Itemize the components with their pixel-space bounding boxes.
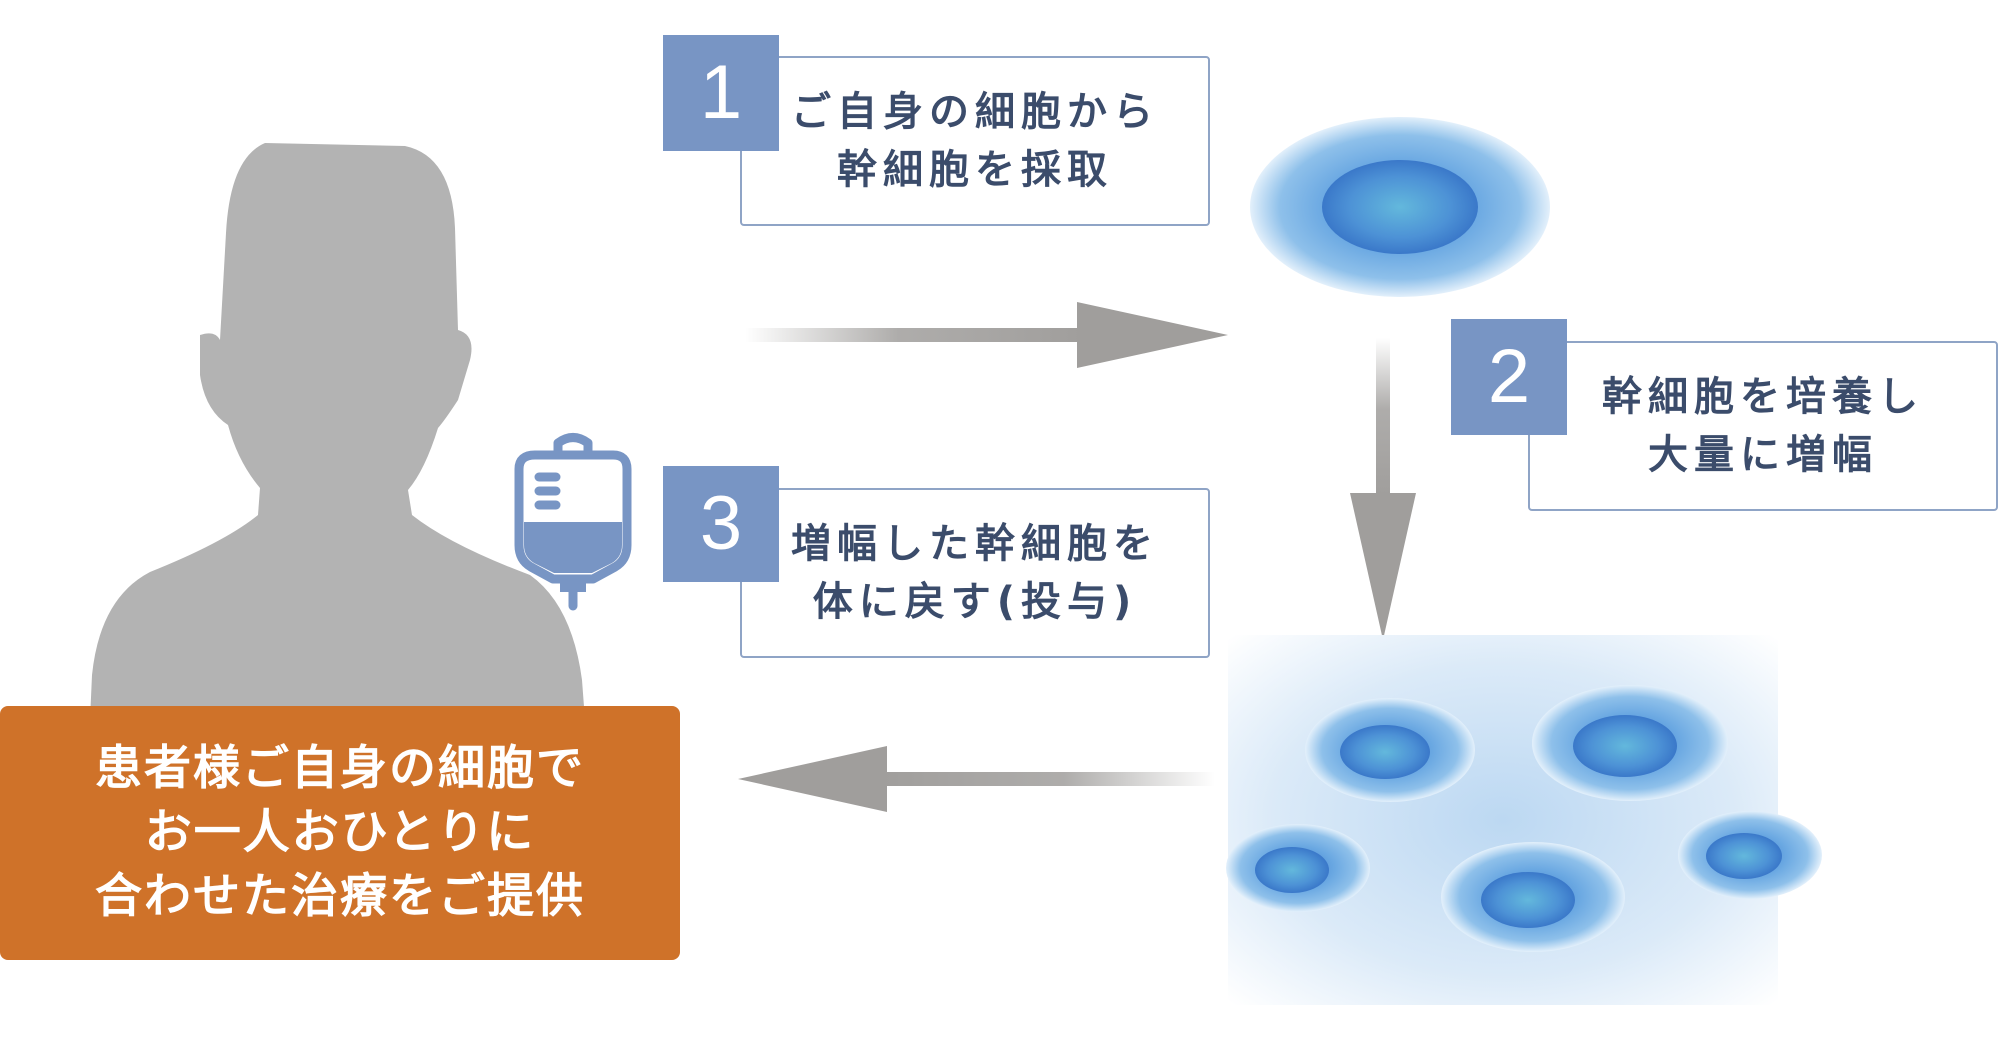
arrow-left (738, 746, 1215, 812)
summary-line-2: お一人おひとりに (144, 805, 536, 860)
cultured-cell (1441, 842, 1625, 952)
step-3-box: 増幅した幹細胞を 体に戻す(投与) (740, 488, 1210, 658)
step-3-number: 3 (663, 466, 779, 582)
step-1-line-2: 幹細胞を採取 (837, 147, 1113, 193)
arrow-down (1350, 338, 1416, 640)
step-3-text: 増幅した幹細胞を 体に戻す(投与) (791, 515, 1159, 631)
summary-banner: 患者様ご自身の細胞で お一人おひとりに 合わせた治療をご提供 (0, 706, 680, 960)
step-2-text: 幹細胞を培養し 大量に増幅 (1602, 368, 1924, 484)
step-3-line-2: 体に戻す(投与) (812, 579, 1138, 625)
step-1-line-1: ご自身の細胞から (791, 89, 1159, 135)
cultured-cell (1532, 685, 1728, 801)
step-2-box: 幹細胞を培養し 大量に増幅 (1528, 341, 1998, 511)
person-silhouette-icon (90, 143, 585, 720)
cultured-cell (1226, 824, 1370, 912)
step-2-line-2: 大量に増幅 (1648, 432, 1878, 478)
cultured-cells-icon (1226, 635, 1822, 1005)
step-1-text: ご自身の細胞から 幹細胞を採取 (791, 83, 1159, 199)
summary-line-3: 合わせた治療をご提供 (95, 869, 585, 924)
stem-cell-icon (1250, 117, 1550, 297)
step-2-number: 2 (1451, 319, 1567, 435)
cultured-cell (1678, 811, 1822, 899)
step-1-box: ご自身の細胞から 幹細胞を採取 (740, 56, 1210, 226)
cultured-cell (1305, 698, 1475, 802)
arrow-right (745, 302, 1228, 368)
iv-drip-bag-icon (514, 433, 632, 611)
step-2-line-1: 幹細胞を培養し (1602, 374, 1924, 420)
step-1-number: 1 (663, 35, 779, 151)
summary-line-1: 患者様ご自身の細胞で (95, 741, 585, 796)
step-3-line-1: 増幅した幹細胞を (791, 521, 1159, 567)
